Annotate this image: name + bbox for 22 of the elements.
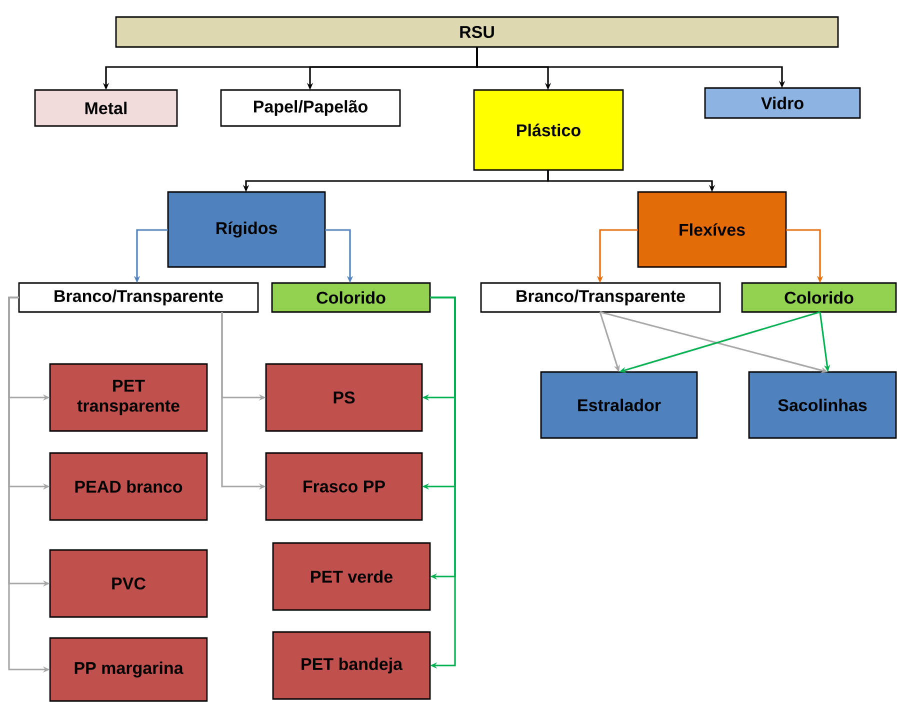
material-box: Frasco PP: [265, 452, 423, 521]
material-box: PET verde: [272, 542, 431, 611]
material-box: PET transparente: [49, 363, 208, 432]
subcategory-box: Branco/Transparente: [480, 282, 721, 313]
subcategory-box: Branco/Transparente: [18, 282, 259, 313]
category-box: Rígidos: [167, 191, 326, 268]
category-box: Vidro: [704, 87, 861, 119]
subcategory-box: Colorido: [741, 282, 897, 313]
category-box: Papel/Papelão: [220, 89, 401, 127]
material-box: Estralador: [540, 371, 698, 439]
material-box: PS: [265, 363, 423, 432]
material-box: Sacolinhas: [748, 371, 897, 439]
category-box: Flexíves: [637, 191, 787, 268]
root-box: RSU: [115, 16, 839, 48]
category-box: Plástico: [473, 89, 624, 171]
material-box: PVC: [49, 549, 208, 618]
material-box: PET bandeja: [272, 631, 431, 700]
arrow: [430, 296, 456, 669]
subcategory-box: Colorido: [271, 282, 431, 313]
category-box: Metal: [34, 89, 178, 127]
material-box: PP margarina: [49, 637, 208, 702]
material-box: PEAD branco: [49, 452, 208, 521]
